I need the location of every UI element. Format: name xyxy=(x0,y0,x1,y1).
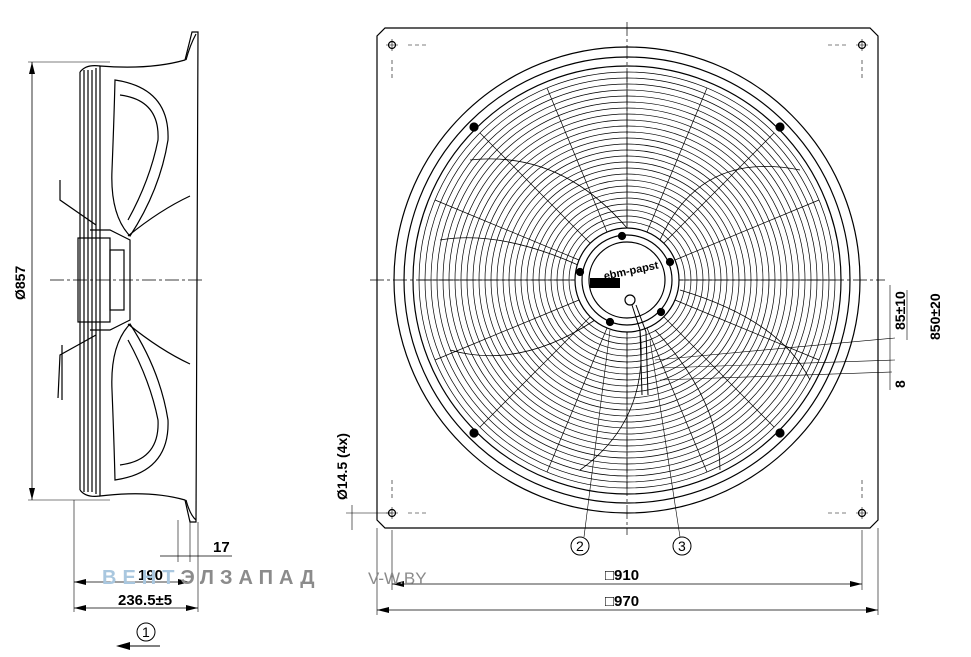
callout-airflow: 1 xyxy=(142,624,150,640)
callout-part-2: 2 xyxy=(576,538,584,554)
watermark-brand-rest: ЭЛЗАПАД xyxy=(180,567,320,589)
watermark-site: V-W.BY xyxy=(368,569,427,588)
dim-inner-square: □910 xyxy=(605,567,639,584)
dim-side-height: Ø857 xyxy=(12,266,28,300)
fan-blades xyxy=(439,158,811,471)
dim-depth-190: 190 xyxy=(138,567,163,584)
dim-offset-8: 8 xyxy=(892,380,908,388)
side-view xyxy=(28,31,232,650)
dim-hub-offset: 17 xyxy=(213,539,230,556)
guard-screws xyxy=(469,122,785,438)
dim-cable-length: 850±20 xyxy=(927,293,943,340)
front-view xyxy=(346,22,908,615)
watermark: ВЕНТЭЛЗАПАД V-W.BY xyxy=(102,567,427,589)
watermark-brand-highlight: ВЕНТ xyxy=(102,567,180,589)
callout-part-3: 3 xyxy=(678,538,686,554)
dim-offset-85: 85±10 xyxy=(892,291,908,330)
svg-text:ВЕНТЭЛЗАПАД: ВЕНТЭЛЗАПАД xyxy=(102,567,320,589)
dim-depth-total: 236.5±5 xyxy=(118,592,172,609)
dim-hole-diameter: Ø14.5 (4x) xyxy=(334,433,350,500)
dim-outer-square: □970 xyxy=(605,593,639,610)
